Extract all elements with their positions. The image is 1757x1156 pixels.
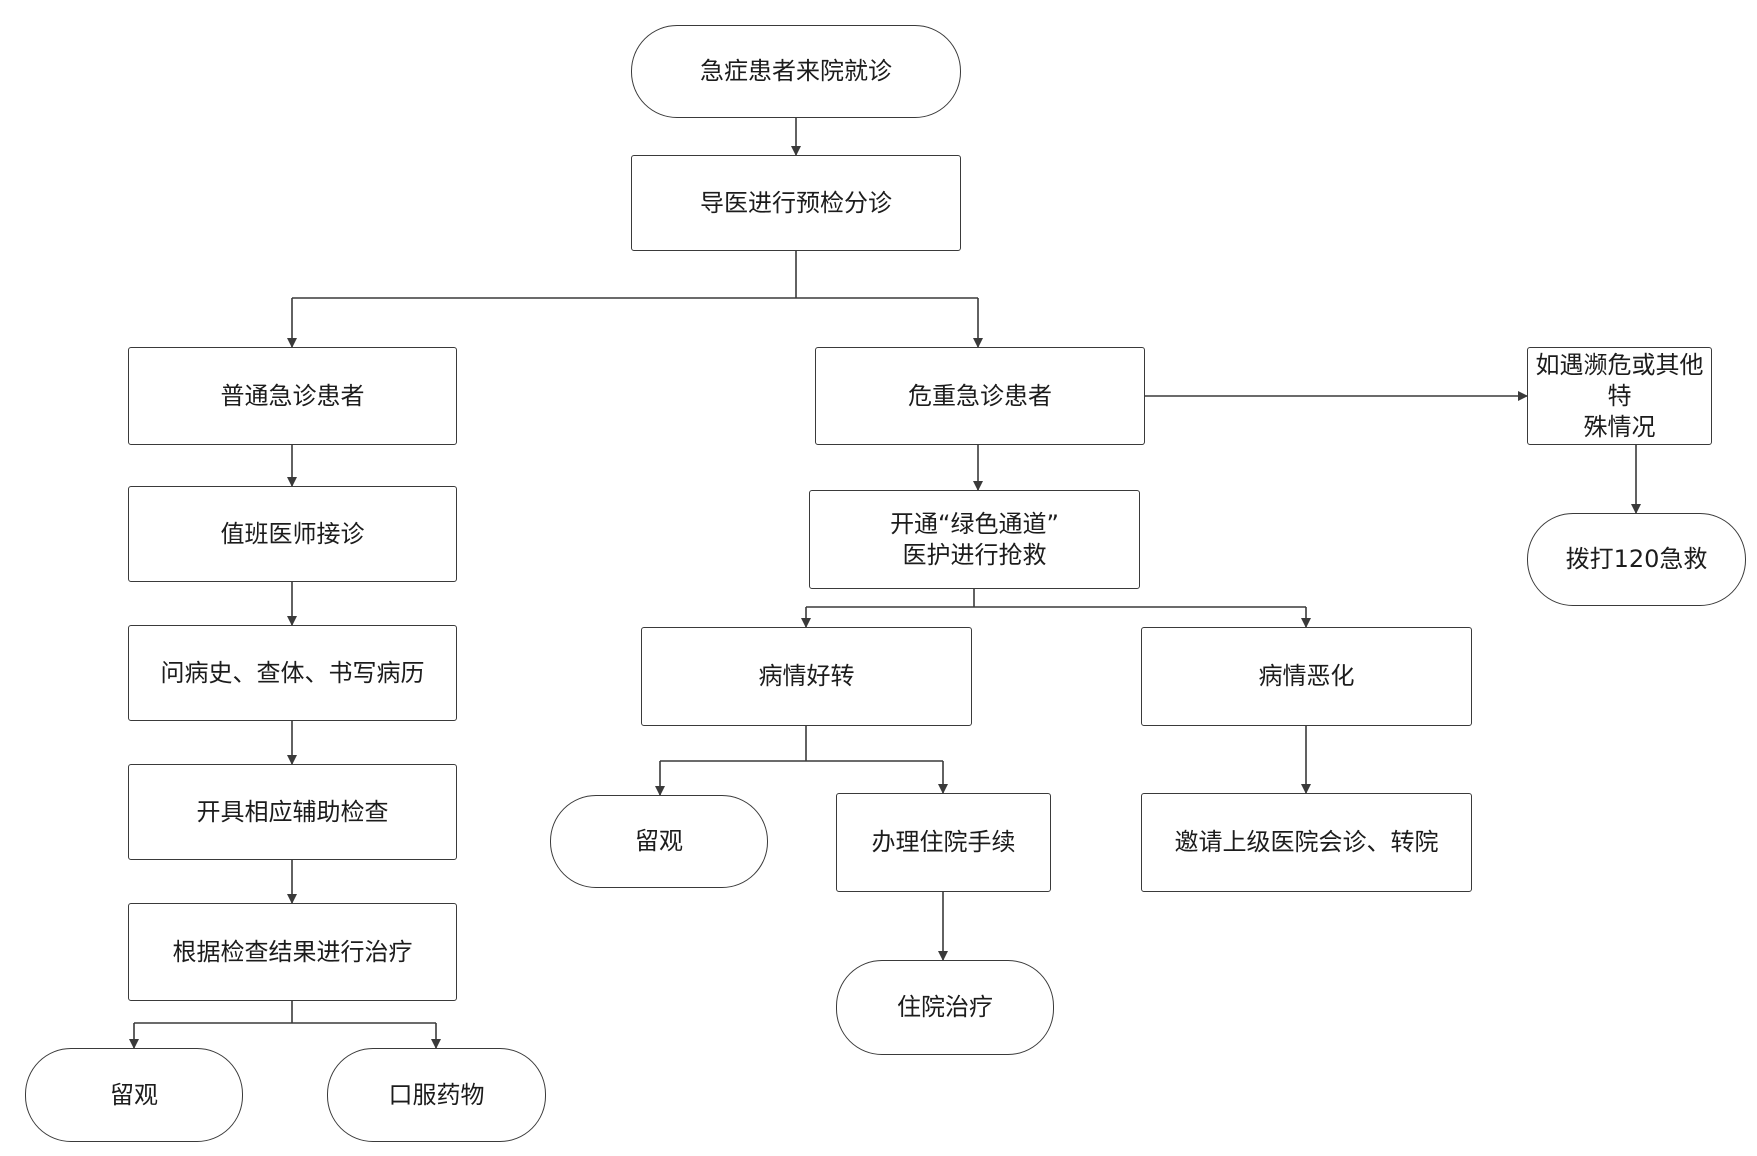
node-inpatient-treatment-label: 住院治疗: [897, 993, 993, 1021]
node-observation-middle: 留观: [550, 795, 768, 888]
node-special-situation-text: 如遇濒危或其他特 殊情况: [1528, 350, 1711, 443]
node-auxiliary-exam-label: 开具相应辅助检查: [196, 797, 389, 826]
node-condition-improved-label: 病情好转: [758, 662, 855, 690]
node-green-channel-text: 开通“绿色通道” 医护进行抢救: [890, 509, 1059, 571]
node-normal-patient-label: 普通急诊患者: [220, 381, 365, 410]
node-consult-transfer: 邀请上级医院会诊、转院: [1141, 793, 1472, 892]
node-green-channel: 开通“绿色通道” 医护进行抢救: [809, 490, 1140, 589]
node-treatment-label: 根据检查结果进行治疗: [172, 937, 413, 966]
node-special-situation-line2: 殊情况: [1583, 412, 1656, 441]
node-critical-patient-label: 危重急诊患者: [908, 381, 1052, 410]
node-green-channel-line2: 医护进行抢救: [902, 540, 1047, 569]
node-call-120: 拨打120急救: [1527, 513, 1746, 606]
node-medical-history: 问病史、查体、书写病历: [128, 625, 457, 721]
node-patient-arrival: 急症患者来院就诊: [631, 25, 961, 118]
node-observation-left-label: 留观: [110, 1080, 158, 1109]
node-triage: 导医进行预检分诊: [631, 155, 961, 251]
node-treatment: 根据检查结果进行治疗: [128, 903, 457, 1001]
node-duty-doctor-label: 值班医师接诊: [220, 519, 365, 548]
node-normal-patient: 普通急诊患者: [128, 347, 457, 445]
node-condition-worsened: 病情恶化: [1141, 627, 1472, 726]
node-oral-medication: 口服药物: [327, 1048, 546, 1142]
node-special-situation: 如遇濒危或其他特 殊情况: [1527, 347, 1712, 445]
node-call-120-label: 拨打120急救: [1565, 545, 1708, 573]
node-auxiliary-exam: 开具相应辅助检查: [128, 764, 457, 860]
node-admission-procedure-label: 办理住院手续: [871, 828, 1016, 856]
node-condition-improved: 病情好转: [641, 627, 972, 726]
node-special-situation-line1: 如遇濒危或其他特: [1535, 350, 1704, 410]
node-triage-label: 导医进行预检分诊: [700, 188, 892, 217]
node-critical-patient: 危重急诊患者: [815, 347, 1145, 445]
node-oral-medication-label: 口服药物: [388, 1080, 485, 1109]
node-duty-doctor: 值班医师接诊: [128, 486, 457, 582]
node-medical-history-label: 问病史、查体、书写病历: [160, 658, 425, 687]
node-condition-worsened-label: 病情恶化: [1258, 662, 1355, 690]
node-inpatient-treatment: 住院治疗: [836, 960, 1054, 1055]
node-patient-arrival-label: 急症患者来院就诊: [700, 57, 892, 85]
node-admission-procedure: 办理住院手续: [836, 793, 1051, 892]
node-observation-middle-label: 留观: [635, 827, 683, 855]
node-observation-left: 留观: [25, 1048, 243, 1142]
node-green-channel-line1: 开通“绿色通道”: [890, 509, 1059, 538]
node-consult-transfer-label: 邀请上级医院会诊、转院: [1174, 828, 1439, 856]
